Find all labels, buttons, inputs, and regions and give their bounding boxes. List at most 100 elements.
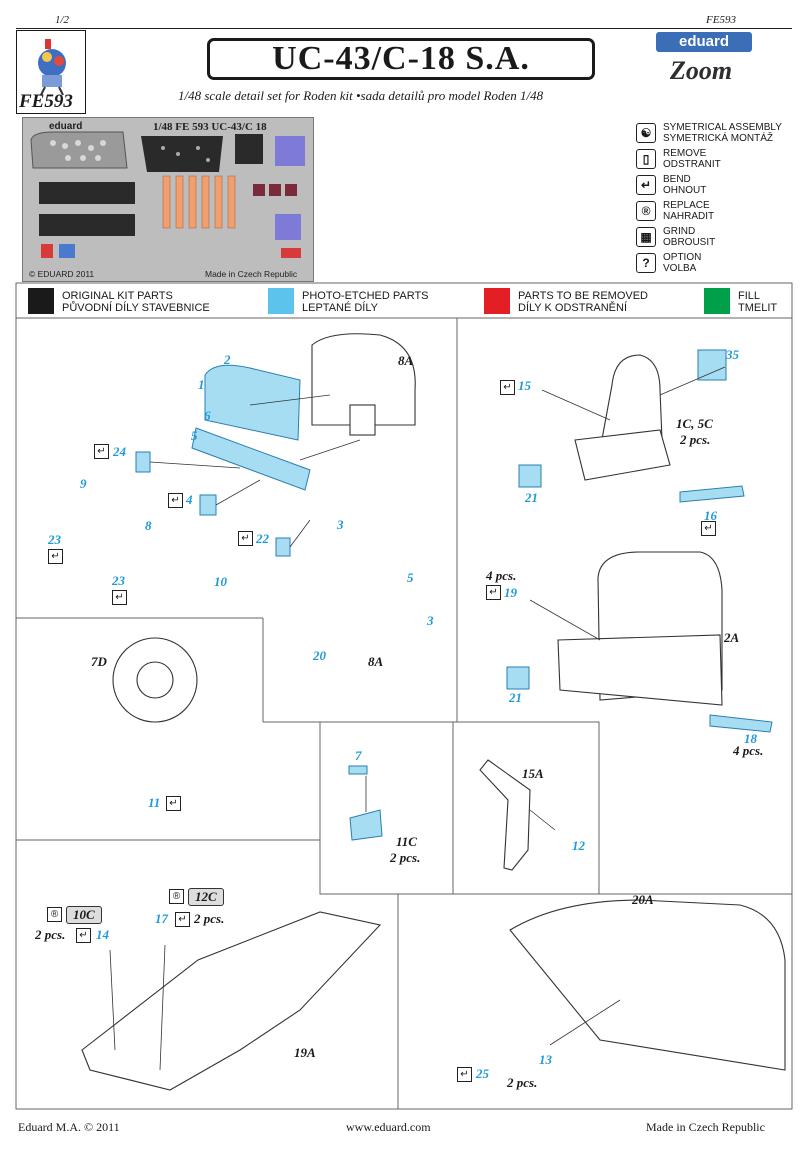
page-title: UC-43/C-18 S.A.	[272, 40, 530, 77]
callout-3: 3	[337, 517, 344, 532]
bend-check-icon: ↵	[701, 521, 716, 536]
legend-line2: VOLBA	[663, 263, 697, 274]
callout-18-qty: 4 pcs.	[733, 743, 764, 758]
bend-check-icon: ↵	[238, 531, 253, 546]
eduard-logo: eduard	[656, 32, 752, 52]
bend-check-icon: ↵	[486, 585, 501, 600]
grind-icon: ▦	[636, 227, 656, 247]
bend-check-icon: ↵	[48, 549, 63, 564]
callout-7D: 7D	[91, 654, 107, 669]
legend-line1: REMOVE	[663, 148, 707, 159]
callout-18: 18	[744, 731, 757, 746]
fret-title: 1/48 FE 593 UC-43/C 18	[153, 121, 267, 133]
seat-drawing	[574, 354, 671, 481]
legend-line2: OBROUSIT	[663, 237, 716, 248]
bend-check-icon: ↵	[94, 444, 109, 459]
callout-2A: 2A	[724, 630, 740, 645]
color-swatch-original	[28, 288, 54, 314]
page-number: 1/2	[55, 14, 70, 26]
bench-drawing	[557, 551, 723, 706]
legend-line1: OPTION	[663, 252, 702, 263]
footer-url[interactable]: www.eduard.com	[346, 1120, 431, 1134]
title-frame: UC-43/C-18 S.A.	[207, 38, 595, 80]
color-swatch-remove	[484, 288, 510, 314]
callout-23a: 23	[48, 532, 61, 547]
footer-copyright: Eduard M.A. © 2011	[18, 1120, 120, 1134]
subtitle: 1/48 scale detail set for Roden kit •sad…	[178, 88, 544, 103]
remove-icon: ▯	[636, 149, 656, 169]
header-rule	[16, 28, 792, 29]
callout-17-qty: 2 pcs.	[194, 911, 225, 926]
callout-5b: 5	[407, 570, 414, 585]
photo-etched-fret: eduard 1/48 FE 593 UC-43/C 18 © EDUARD 2…	[22, 117, 314, 282]
callout-21b: 21	[509, 690, 522, 705]
legend-line1: BEND	[663, 174, 691, 185]
bend-check-icon: ↵	[500, 380, 515, 395]
replace-check-icon: ®	[169, 889, 184, 904]
callout-20: 20	[313, 648, 326, 663]
bend-check-icon: ↵	[76, 928, 91, 943]
callout-35: 35	[726, 347, 739, 362]
instrument-panel-drawing	[311, 333, 416, 436]
callout-16: 16	[704, 508, 717, 523]
callout-7: 7	[355, 748, 362, 763]
callout-8A: 8A	[398, 353, 414, 368]
fret-parts-drawing	[30, 131, 305, 258]
callout-19A: 19A	[294, 1045, 316, 1060]
callout-15: 15	[518, 378, 531, 393]
legend-line1: REPLACE	[663, 200, 710, 211]
callout-17: 17	[155, 911, 168, 926]
legend-line1: GRIND	[663, 226, 696, 237]
zoom-logo: Zoom	[670, 56, 733, 85]
legend-line1: SYMETRICAL ASSEMBLY	[663, 122, 782, 133]
set-code-top: FE593	[706, 14, 736, 26]
callout-8A-b: 8A	[368, 654, 384, 669]
bend-check-icon: ↵	[457, 1067, 472, 1082]
fret-copyright: © EDUARD 2011	[29, 269, 95, 279]
callout-4: 4	[186, 492, 193, 507]
bend-check-icon: ↵	[166, 796, 181, 811]
callout-8: 8	[145, 518, 152, 533]
callout-1C-qty: 2 pcs.	[680, 432, 711, 447]
callout-15A: 15A	[522, 766, 544, 781]
callout-24: 24	[113, 444, 126, 459]
callout-3b: 3	[427, 613, 434, 628]
mascot-box: FE593	[16, 30, 86, 114]
callout-13: 13	[539, 1052, 552, 1067]
callout-6: 6	[204, 408, 211, 423]
callout-25-qty: 2 pcs.	[507, 1075, 538, 1090]
callout-14: 14	[96, 927, 109, 942]
bend-icon: ↵	[636, 175, 656, 195]
fret-made-in: Made in Czech Republic	[205, 269, 298, 279]
callout-11: 11	[148, 795, 161, 810]
replace-check-icon: ®	[47, 907, 62, 922]
legend-line2: OHNOUT	[663, 185, 707, 196]
callout-10: 10	[214, 574, 227, 589]
callout-25: 25	[476, 1066, 489, 1081]
callout-11C: 11C	[396, 834, 417, 849]
fret-brand: eduard	[49, 121, 83, 132]
callout-11C-qty: 2 pcs.	[390, 850, 421, 865]
replace-icon: ®	[636, 201, 656, 221]
footer-made-in: Made in Czech Republic	[646, 1120, 765, 1134]
legend-line2: SYMETRICKÁ MONTÁŽ	[663, 133, 774, 144]
mascot-icon	[38, 39, 66, 96]
bend-check-icon: ↵	[168, 493, 183, 508]
bend-check-icon: ↵	[175, 912, 190, 927]
legend-line2: ODSTRANIT	[663, 159, 721, 170]
callout-19: 19	[504, 585, 517, 600]
callout-20A: 20A	[632, 892, 654, 907]
callout-9: 9	[80, 476, 87, 491]
callout-1: 1	[198, 377, 205, 392]
fuselage-drawing	[509, 899, 786, 1071]
legend-line2: NAHRADIT	[663, 211, 715, 222]
callout-5: 5	[191, 428, 198, 443]
callout-2: 2	[224, 352, 231, 367]
